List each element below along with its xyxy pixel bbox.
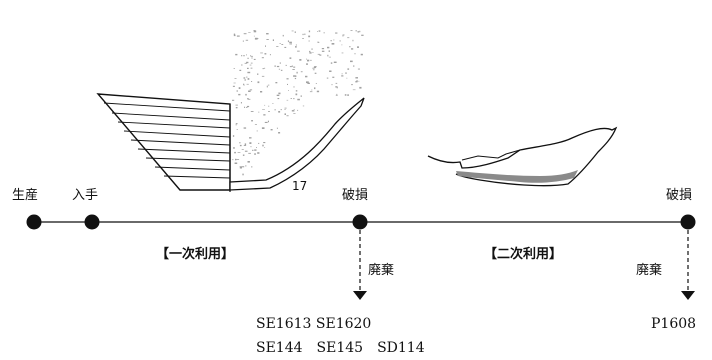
- event-label-break-2: 破損: [666, 188, 692, 203]
- event-label-production: 生産: [12, 187, 38, 203]
- fragment-drawing: [427, 126, 618, 187]
- discard-label-1: 廃棄: [368, 262, 394, 278]
- event-dot-break-1: [352, 214, 368, 230]
- fragment-outline: [427, 126, 618, 187]
- discard-label-2: 廃棄: [636, 262, 662, 278]
- discard-features-1-line-2: SE144 SE145 SD114: [256, 340, 425, 356]
- fragment-wear-band: [456, 170, 578, 183]
- bowl-drawing: 17: [96, 30, 365, 193]
- phase-label-second-use: 【二次利用】: [484, 246, 562, 262]
- discard-features-1-line-1: SE1613 SE1620: [256, 316, 371, 332]
- event-label-break-1: 破損: [342, 188, 368, 203]
- event-label-acquisition: 入手: [72, 188, 98, 203]
- phase-label-first-use: 【一次利用】: [156, 246, 234, 262]
- bowl-surface-lines: [103, 102, 231, 179]
- discard-arrow-2-head: [681, 291, 695, 300]
- discard-features-2-line-1: P1608: [651, 316, 696, 332]
- bowl-section-profile: [229, 97, 365, 191]
- discard-arrow-1-head: [353, 291, 367, 300]
- event-dot-production: [26, 214, 42, 230]
- artifact-number: 17: [292, 179, 307, 193]
- event-dot-acquisition: [84, 214, 100, 230]
- event-dot-break-2: [680, 214, 696, 230]
- bowl-photo-texture: [232, 30, 364, 183]
- fragment-inner-edge: [461, 149, 521, 161]
